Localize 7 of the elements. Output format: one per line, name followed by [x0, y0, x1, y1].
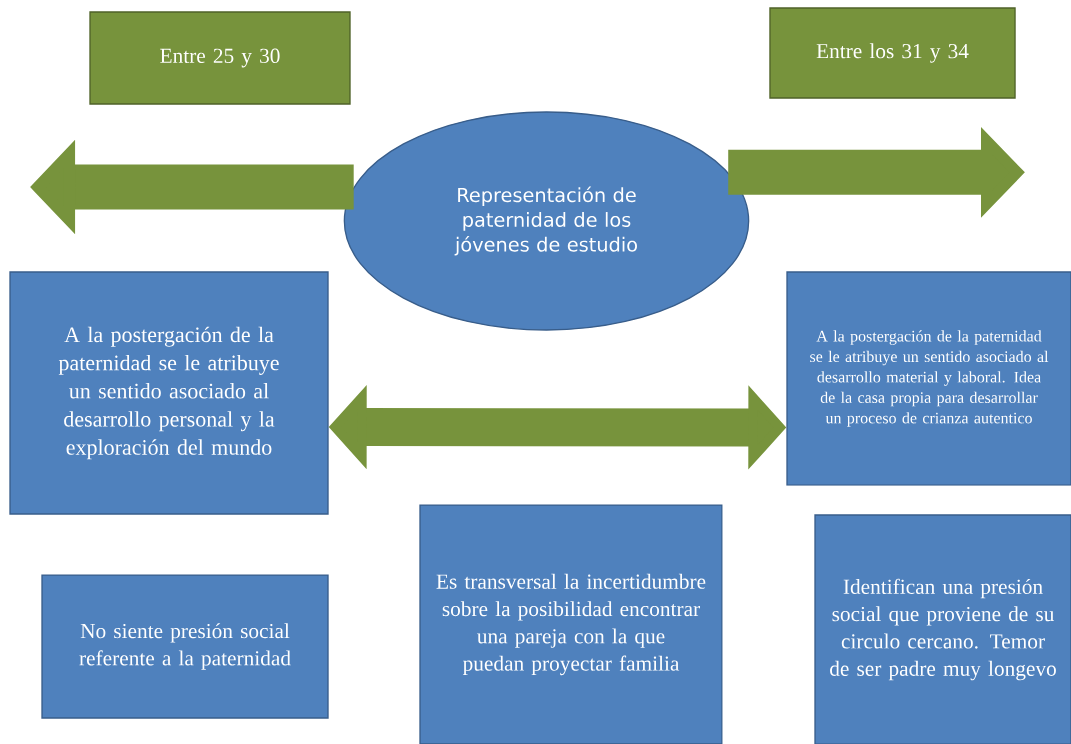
age-group-box: Entre 25 y 30 — [89, 11, 351, 105]
text-box: Es transversal la incertidumbre sobre la posibilidad encontrar una pareja con la que puedan proyectar familia — [419, 504, 723, 744]
age-group-box: Entre los 31 y 34 — [769, 7, 1016, 99]
text-box: No siente presión social referente a la paternidad — [41, 574, 329, 719]
text-box: A la postergación de la paternidad se le atribuye un sentido asociado al desarrollo personal y la exploración del mundo — [9, 271, 329, 515]
text-box: Identifican una presión social que proviene de su circulo cercano. Temor de ser padre muy longevo — [814, 514, 1071, 744]
text-box: A la postergación de la paternidad se le atribuye un sentido asociado al desarrollo material y laboral. Idea de la casa propia para desarrollar un proceso de crianza autentico — [786, 271, 1071, 486]
